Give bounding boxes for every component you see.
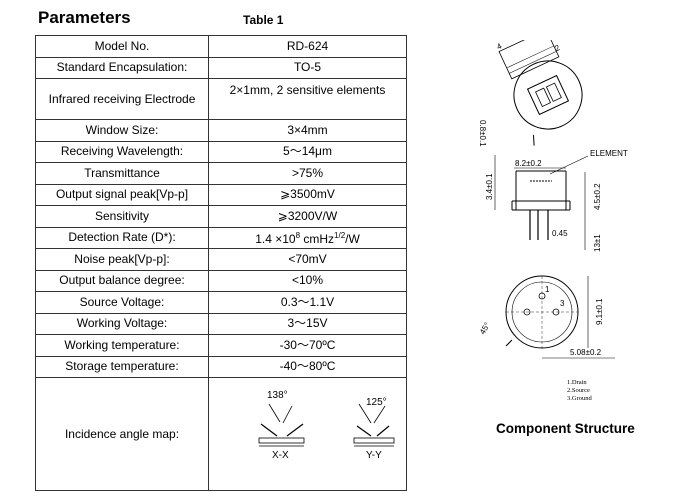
row-label: Output balance degree: — [35, 269, 209, 292]
row-label: Sensitivity — [35, 205, 209, 228]
dim-0-8: 0.8±0.1 — [478, 120, 487, 147]
table-row: Transmittance>75% — [35, 162, 407, 185]
pin-label-4: 4 — [495, 41, 503, 51]
bottom-view: 1 3 45° 9.1±0.1 5.08±0.2 — [478, 275, 615, 359]
bottom-pin-3: 3 — [560, 299, 565, 308]
row-label: Detection Rate (D*): — [35, 226, 209, 249]
yy-angle-label: 125° — [366, 397, 387, 408]
legend-item: 2.Source — [567, 387, 590, 394]
detection-rate-exp: 8 — [295, 231, 301, 241]
dim-5-08: 5.08±0.2 — [570, 348, 602, 357]
table-row: Output signal peak[Vp-p]⩾3500mV — [35, 183, 407, 206]
dim-8-2: 8.2±0.2 — [515, 159, 542, 168]
dim-4-5: 4.5±0.2 — [593, 183, 602, 210]
table-row: Working Voltage:3～15V — [35, 312, 407, 335]
xx-label: X-X — [272, 450, 289, 461]
dim-0-45: 0.45 — [552, 229, 568, 238]
table-row: Detection Rate (D*): 1.4 ×108 cmHz1/2/W — [35, 226, 407, 249]
pin-legend: 1.Drain 2.Source 3.Ground — [567, 379, 592, 402]
row-label: Working temperature: — [35, 334, 209, 357]
row-value: 2×1mm, 2 sensitive elements — [208, 78, 407, 120]
legend-item: 3.Ground — [567, 395, 592, 402]
side-view: ELEMENT 8.2±0.2 3.4±0.1 4.5±0.2 13±1 0.4… — [485, 149, 628, 252]
detection-rate-base: 1.4 ×10 — [255, 232, 296, 247]
table-row: Receiving Wavelength:5～14μm — [35, 140, 407, 163]
xx-angle-label: 138° — [267, 390, 288, 401]
row-value: 5～14μm — [208, 140, 407, 163]
dim-13: 13±1 — [593, 234, 602, 252]
incidence-angle-cell: 138° X-X 125° — [208, 377, 407, 491]
dim-9-1: 9.1±0.1 — [595, 298, 604, 325]
xx-angle-diagram: 138° X-X — [258, 390, 305, 461]
row-value: -30～70ºC — [208, 334, 407, 357]
element-label: ELEMENT — [590, 149, 628, 158]
table-row: Noise peak[Vp-p]:<70mV — [35, 248, 407, 271]
row-label: Noise peak[Vp-p]: — [35, 248, 209, 271]
table-row: Model No.RD-624 — [35, 35, 407, 58]
table-label: Table 1 — [243, 13, 284, 27]
row-value: TO-5 — [208, 56, 407, 79]
detection-rate-unit: cmHz — [300, 232, 335, 247]
table-row: Working temperature:-30～70ºC — [35, 334, 407, 357]
row-label: Standard Encapsulation: — [35, 56, 209, 79]
table-row: Incidence angle map: 138° X-X 12 — [35, 377, 407, 491]
row-value: <70mV — [208, 248, 407, 271]
bottom-pin-1: 1 — [545, 285, 550, 294]
row-value: 3×4mm — [208, 119, 407, 142]
dim-45: 45° — [478, 321, 492, 336]
table-row: Source Voltage:0.3～1.1V — [35, 291, 407, 314]
table-row: Window Size:3×4mm — [35, 119, 407, 142]
yy-label: Y-Y — [366, 450, 382, 461]
yy-angle-diagram: 125° Y-Y — [353, 397, 395, 461]
dim-3-4: 3.4±0.1 — [485, 173, 494, 200]
detection-rate-unit-tail: /W — [345, 232, 360, 247]
row-value: ⩾3500mV — [208, 183, 407, 206]
component-structure-drawing: 4 2 3 0.8±0.1 ELEMENT 8.2±0.2 3.4±0.1 4.… — [478, 40, 628, 402]
row-label: Transmittance — [35, 162, 209, 185]
row-value: 1.4 ×108 cmHz1/2/W — [208, 226, 407, 249]
row-value: 3～15V — [208, 312, 407, 335]
row-value: RD-624 — [208, 35, 407, 58]
row-value: <10% — [208, 269, 407, 292]
page-title: Parameters — [38, 8, 131, 27]
detection-rate-unit-exp: 1/2 — [334, 231, 346, 241]
legend-item: 1.Drain — [567, 379, 587, 386]
table-row: Standard Encapsulation:TO-5 — [35, 56, 407, 79]
row-label: Source Voltage: — [35, 291, 209, 314]
row-label: Window Size: — [35, 119, 209, 142]
row-label: Receiving Wavelength: — [35, 140, 209, 163]
row-label: Storage temperature: — [35, 355, 209, 378]
table-row: Sensitivity⩾3200V/W — [35, 205, 407, 228]
parameters-table: Model No.RD-624 Standard Encapsulation:T… — [35, 35, 407, 491]
pin-label-2: 2 — [553, 43, 561, 53]
row-label: Incidence angle map: — [35, 377, 209, 491]
table-row: Output balance degree:<10% — [35, 269, 407, 292]
row-label: Output signal peak[Vp-p] — [35, 183, 209, 206]
structure-caption: Component Structure — [496, 421, 635, 436]
table-row: Storage temperature:-40～80ºC — [35, 355, 407, 378]
row-label: Infrared receiving Electrode — [35, 78, 209, 120]
row-value: ⩾3200V/W — [208, 205, 407, 228]
row-value: >75% — [208, 162, 407, 185]
top-view: 4 2 3 — [495, 40, 583, 146]
row-label: Model No. — [35, 35, 209, 58]
incidence-angle-map: 138° X-X 125° — [258, 390, 395, 461]
row-value: 0.3～1.1V — [208, 291, 407, 314]
row-label: Working Voltage: — [35, 312, 209, 335]
row-value: -40～80ºC — [208, 355, 407, 378]
